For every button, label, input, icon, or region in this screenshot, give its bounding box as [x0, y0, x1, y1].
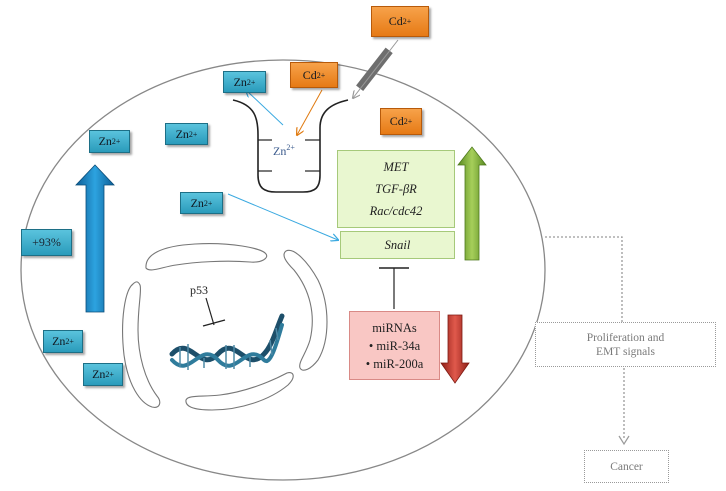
signals-box: Proliferation and EMT signals — [535, 322, 716, 367]
mirnas-title: miRNAs — [372, 320, 417, 335]
gene-met: MET — [383, 160, 409, 174]
vesicle-zn-label: Zn2+ — [273, 143, 295, 159]
cell-membrane — [20, 59, 546, 481]
zn-symbol: Zn — [233, 74, 247, 89]
vesicle-zn-charge: 2+ — [286, 143, 295, 152]
mirna-34a: • miR-34a — [368, 338, 421, 353]
cd-symbol: Cd — [302, 67, 317, 82]
zn-symbol: Zn — [92, 367, 106, 381]
zn-charge: 2+ — [111, 137, 121, 146]
mirna-downregulation-arrow — [440, 314, 470, 384]
cancer-box: Cancer — [584, 450, 669, 483]
zn-charge: 2+ — [105, 370, 114, 379]
p53-inhibit-bar — [202, 319, 226, 327]
signals-line-1: Proliferation and — [586, 331, 665, 344]
p53-inhibit-line — [205, 297, 215, 326]
percent-label: +93% — [32, 235, 61, 249]
signal-to-cancer-arrowhead — [618, 435, 630, 446]
percent-box: +93% — [21, 229, 72, 256]
zn-to-snail-arrow — [227, 193, 338, 240]
zn-charge: 2+ — [246, 77, 256, 87]
nucleus-segment — [283, 249, 328, 371]
nucleus-segment — [185, 372, 294, 411]
signal-pathway-line — [545, 236, 623, 322]
nucleus-segment — [122, 281, 161, 408]
zn-export-arrow — [246, 90, 284, 126]
cd-symbol: Cd — [389, 114, 404, 128]
mirna-200a: • miR-200a — [365, 356, 424, 371]
cd-charge: 2+ — [402, 17, 412, 26]
zn-symbol: Zn — [190, 195, 204, 210]
dna-helix-icon — [169, 313, 285, 370]
genes-box: MET TGF-βR Rac/cdc42 — [337, 150, 455, 228]
gene-upregulation-arrow — [457, 146, 487, 261]
cd-import-arrow — [353, 39, 399, 98]
vesicle — [232, 99, 349, 193]
p53-label: p53 — [190, 283, 208, 297]
zn-charge: 2+ — [188, 129, 198, 139]
nucleus-segment — [145, 243, 268, 271]
zn-symbol: Zn — [175, 126, 189, 141]
gene-tgfbr: TGF-βR — [375, 182, 417, 196]
vesicle-zn-symbol: Zn — [273, 144, 287, 158]
cd-symbol: Cd — [388, 14, 403, 28]
cd-charge: 2+ — [403, 117, 413, 126]
snail-label: Snail — [384, 238, 411, 252]
mirnas-box: miRNAs • miR-34a • miR-200a — [349, 311, 440, 380]
gene-rac-cdc42: Rac/cdc42 — [369, 204, 423, 218]
zn-charge: 2+ — [203, 198, 213, 208]
cd-charge: 2+ — [316, 70, 326, 80]
zn-increase-arrow — [75, 164, 115, 313]
snail-box: Snail — [340, 231, 455, 259]
signals-line-2: EMT signals — [596, 345, 655, 358]
zn-symbol: Zn — [52, 334, 66, 348]
zn-symbol: Zn — [98, 134, 112, 148]
cancer-label: Cancer — [610, 460, 643, 473]
cd-displacement-arrow — [297, 89, 323, 135]
zn-charge: 2+ — [65, 337, 74, 346]
